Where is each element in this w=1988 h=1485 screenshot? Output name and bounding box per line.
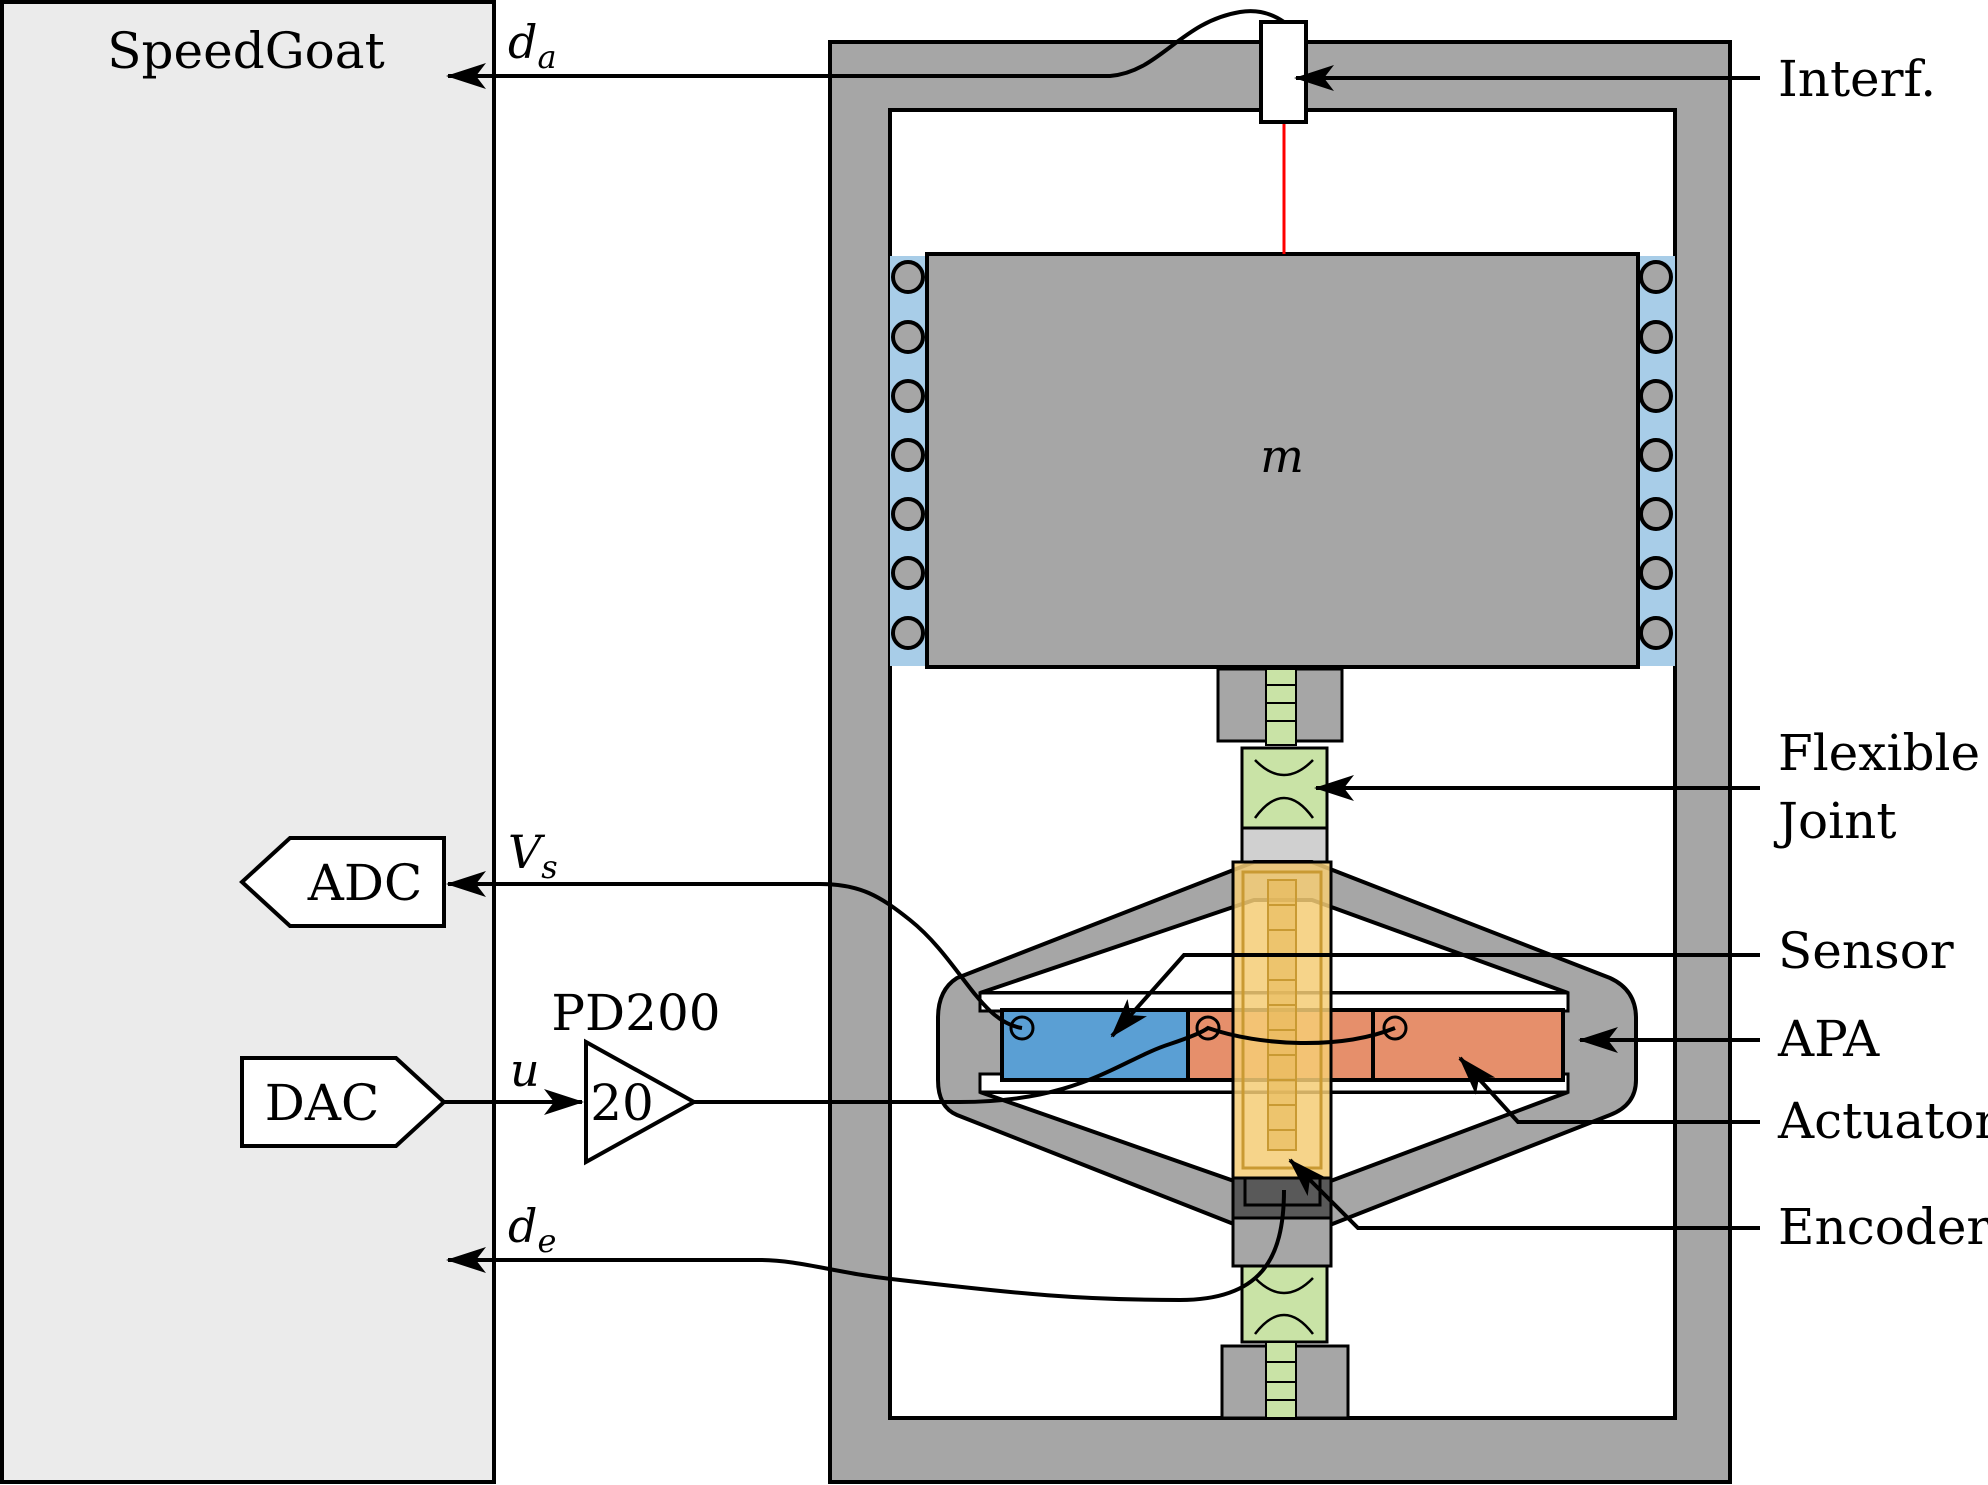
signal-labels: da Vs u de [508, 15, 558, 1260]
interferometer [1259, 20, 1308, 254]
signal-wires [444, 9, 1396, 1303]
wire-de [446, 1189, 1286, 1303]
callout-actuator: Actuator [1777, 1092, 1988, 1150]
leader-encoder [1288, 1158, 1760, 1230]
amplifier-name: PD200 [551, 984, 720, 1042]
signal-da-label: da [508, 15, 557, 76]
callout-sensor: Sensor [1778, 922, 1954, 980]
guide-left [890, 256, 927, 666]
signal-vs-label: Vs [508, 825, 558, 886]
adc-label: ADC [307, 854, 422, 912]
wire-u-amp [694, 1025, 1396, 1104]
callout-labels: Interf. Flexible Joint Sensor APA Actuat… [1773, 50, 1988, 1256]
signal-de-label: de [508, 1199, 556, 1260]
sensor-stack [1000, 1008, 1190, 1082]
callout-apa: APA [1777, 1010, 1880, 1068]
actuator-terminal-right [1382, 1015, 1408, 1041]
adc-block: ADC [239, 836, 446, 928]
flexible-joint-bottom [1220, 1264, 1350, 1420]
mass-block: m [925, 252, 1640, 669]
speedgoat-title: SpeedGoat [107, 22, 384, 80]
dac-label: DAC [265, 1074, 379, 1132]
encoder [1231, 860, 1333, 1220]
leader-sensor [1110, 953, 1760, 1038]
flexible-joint-top [1240, 746, 1329, 864]
wire-vs [446, 871, 1023, 1030]
callout-flexible-joint-line1: Flexible [1778, 724, 1980, 782]
callout-interferometer: Interf. [1778, 50, 1936, 108]
pd200-amplifier: PD200 20 [551, 984, 721, 1166]
guide-right [1638, 256, 1675, 666]
callout-leaders [1110, 65, 1760, 1230]
signal-u-label: u [510, 1043, 540, 1097]
upper-mount [1216, 667, 1344, 746]
mass-label: m [1260, 429, 1304, 483]
test-bench-frame [828, 40, 1732, 1484]
leader-actuator [1458, 1056, 1760, 1124]
actuator-terminal-left [1195, 1015, 1221, 1041]
sensor-terminal [1009, 1015, 1035, 1041]
speedgoat-box: SpeedGoat [0, 0, 496, 1484]
amplifier-gain: 20 [590, 1074, 654, 1132]
dac-block: DAC [240, 1056, 447, 1148]
wire-da [446, 9, 1286, 89]
callout-flexible-joint-line2: Joint [1773, 792, 1896, 850]
callout-encoder: Encoder [1778, 1198, 1988, 1256]
